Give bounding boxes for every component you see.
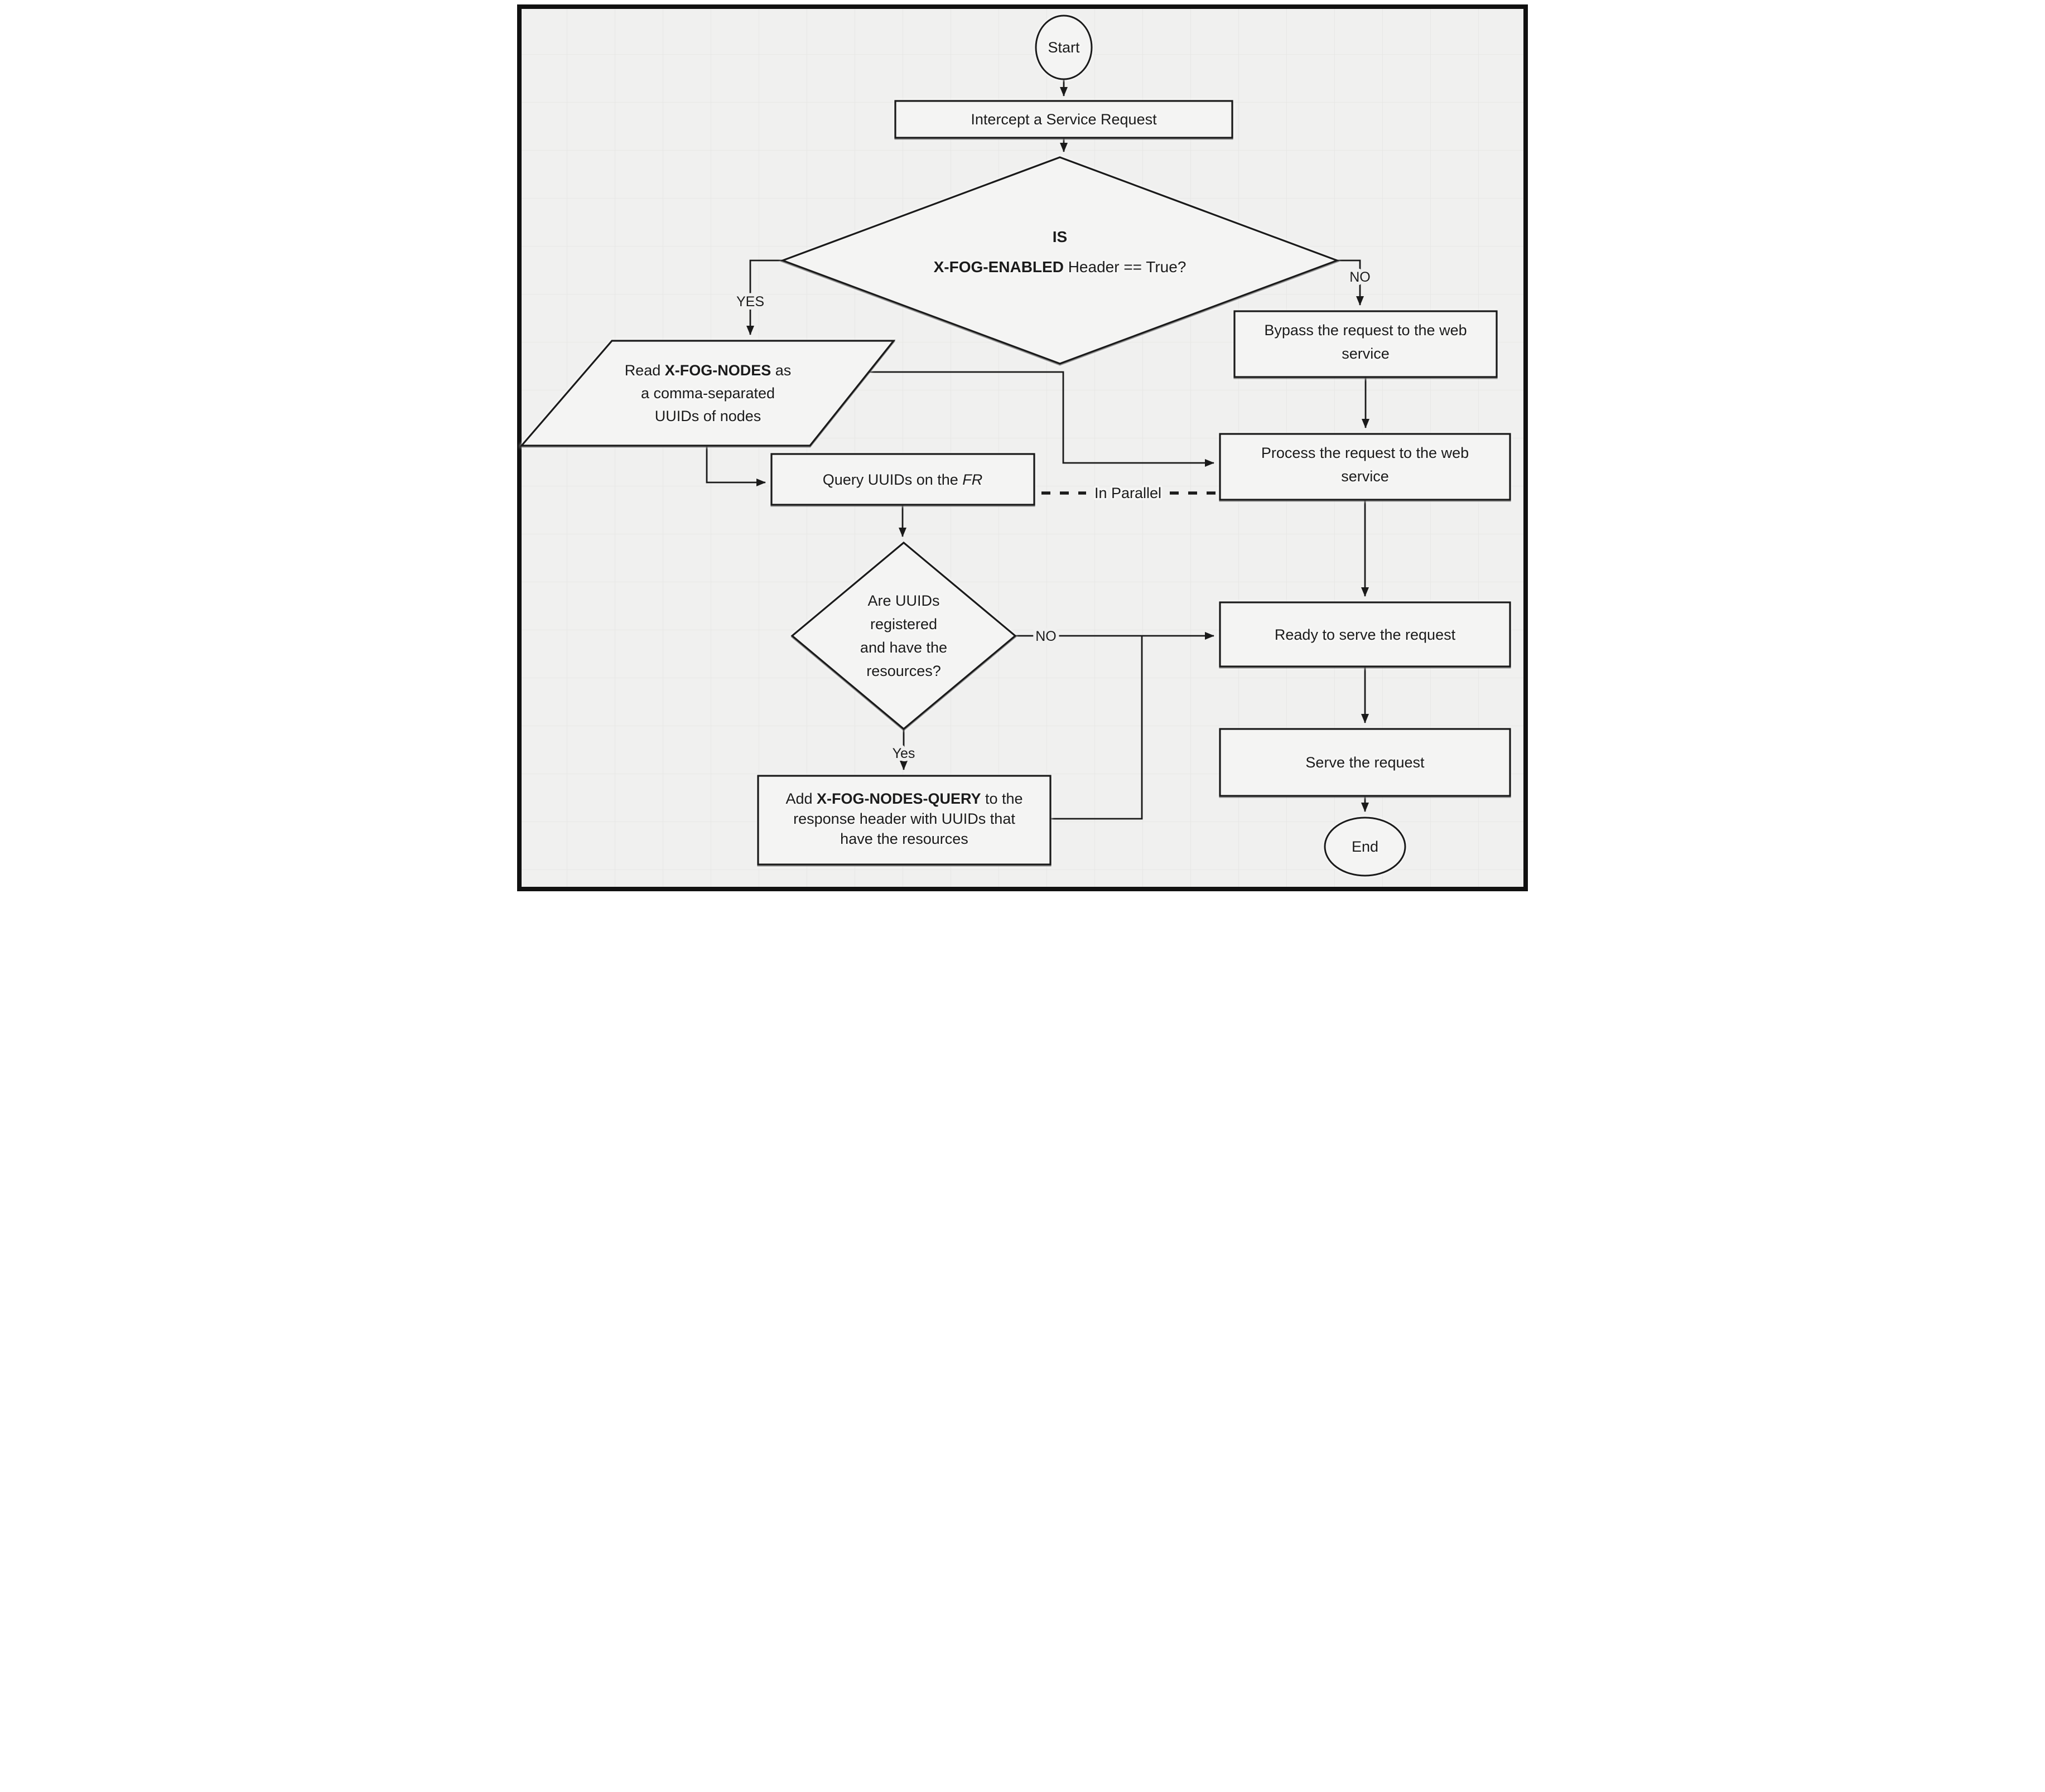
add-query-line1: Add X-FOG-NODES-QUERY to the: [785, 790, 1022, 807]
query-uuids-box: [770, 453, 1035, 506]
connector-group: [706, 79, 1369, 820]
bypass-process-box: [1233, 310, 1498, 378]
start-label: Start: [1048, 39, 1080, 56]
read-nodes-line3: UUIDs of nodes: [654, 408, 761, 424]
start-terminator: [1035, 15, 1092, 80]
query-label: Query UUIDs on the FR: [822, 471, 982, 488]
decision-uuid-line1: Are UUIDs: [867, 592, 939, 609]
intercept-label: Intercept a Service Request: [971, 111, 1157, 128]
edge-label-no-mid: NO: [1035, 629, 1057, 644]
intercept-process-box: [894, 100, 1233, 139]
edge-decision-yes-to-read: [746, 259, 783, 335]
decision-fog-line1: IS: [1052, 228, 1067, 245]
end-terminator: [1324, 817, 1406, 877]
process-line1: Process the request to the web: [1261, 445, 1468, 461]
read-nodes-line2: a comma-separated: [640, 385, 774, 402]
decision-fog-enabled: [779, 156, 1340, 365]
in-parallel-annotation: In Parallel: [1094, 485, 1161, 501]
decision-uuid-line3: and have the: [860, 639, 947, 656]
edge-decision-no-to-bypass: [1337, 259, 1364, 306]
add-query-line2: response header with UUIDs that: [793, 810, 1015, 827]
read-nodes-line1: Read X-FOG-NODES as: [624, 362, 791, 379]
edge-label-yes-mid: Yes: [892, 746, 915, 761]
flowchart-canvas: Start Intercept a Service Request IS X-F…: [511, 0, 1534, 896]
ready-to-serve-box: [1218, 601, 1511, 668]
read-nodes-data-shape: [519, 340, 895, 447]
decision-fog-line2: X-FOG-ENABLED Header == True?: [933, 258, 1186, 276]
bypass-line1: Bypass the request to the web: [1264, 322, 1467, 339]
node-group: Start Intercept a Service Request IS X-F…: [519, 15, 1511, 877]
edge-add-feedback-to-ready-line: [1050, 636, 1142, 820]
decision-uuid-line4: resources?: [866, 663, 941, 679]
add-query-line3: have the resources: [840, 830, 968, 847]
diagram-border: [517, 4, 1528, 891]
decision-uuids-registered: [790, 541, 1016, 731]
edge-label-no-top: NO: [1349, 269, 1371, 285]
edge-read-to-process-parallel: [868, 371, 1214, 467]
flowchart-page: Start Intercept a Service Request IS X-F…: [511, 0, 1534, 896]
decision-uuid-line2: registered: [870, 616, 937, 632]
add-query-header-box: [756, 775, 1052, 866]
end-label: End: [1351, 838, 1378, 855]
process-request-box: [1218, 433, 1511, 501]
serve-label: Serve the request: [1305, 754, 1425, 771]
edge-read-to-query: [706, 446, 766, 486]
bypass-line2: service: [1342, 345, 1390, 362]
edge-label-group: YES NO NO Yes In Parallel: [732, 266, 1373, 765]
edge-label-yes-top: YES: [736, 294, 764, 310]
process-line2: service: [1341, 468, 1389, 485]
serve-request-box: [1218, 728, 1511, 797]
ready-label: Ready to serve the request: [1274, 626, 1455, 643]
